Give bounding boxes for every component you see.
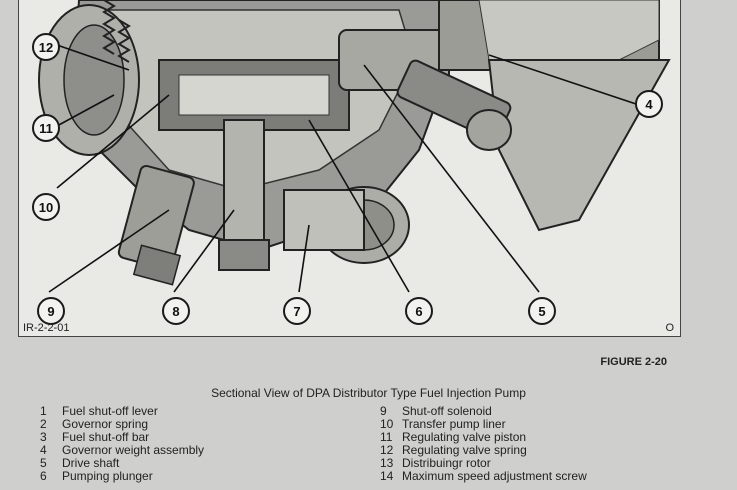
pump-illustration-panel: 12 11 10 9 8 7 6 5 4 IR-2-2-01 O (18, 0, 681, 337)
figure-corner-mark: O (665, 322, 674, 334)
callout-5: 5 (528, 297, 556, 325)
callout-7: 7 (283, 297, 311, 325)
callout-10: 10 (32, 193, 60, 221)
figure-number: FIGURE 2-20 (600, 356, 667, 368)
callout-6: 6 (405, 297, 433, 325)
figure-code: IR-2-2-01 (23, 322, 70, 334)
callout-8: 8 (162, 297, 190, 325)
callout-12: 12 (32, 33, 60, 61)
callout-11: 11 (32, 114, 60, 142)
callout-4: 4 (635, 90, 663, 118)
callout-9: 9 (37, 297, 65, 325)
pump-cross-section-drawing (38, 0, 671, 293)
figure-caption: Sectional View of DPA Distributor Type F… (211, 386, 526, 400)
